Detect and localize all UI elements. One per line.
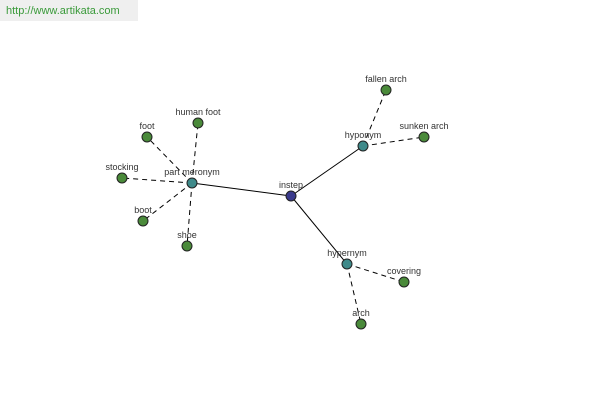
leaf-boot-node[interactable] <box>137 215 149 227</box>
edge-part-meronym-boot <box>142 182 193 222</box>
edge-hyponym-sunken-arch <box>362 136 425 147</box>
center-instep-node[interactable] <box>285 190 297 202</box>
leaf-foot-node[interactable] <box>141 131 153 143</box>
relation-hypernym-node[interactable] <box>341 258 353 270</box>
edge-hypernym-covering <box>346 263 405 283</box>
edge-instep-hypernym <box>290 195 348 265</box>
edge-instep-part-meronym <box>191 182 292 197</box>
leaf-foot-label: foot <box>139 121 155 131</box>
leaf-shoe-node[interactable] <box>181 240 193 252</box>
relation-hyponym-node[interactable] <box>357 140 369 152</box>
leaf-human-foot-node[interactable] <box>192 117 204 129</box>
relation-hyponym-label: hyponym <box>345 130 382 140</box>
leaf-fallen-arch-label: fallen arch <box>365 74 407 84</box>
node-layer <box>116 84 430 330</box>
leaf-human-foot-label: human foot <box>175 107 221 117</box>
leaf-arch-node[interactable] <box>355 318 367 330</box>
leaf-arch-label: arch <box>352 308 370 318</box>
label-layer: human foot foot stocking boot shoe part meron… <box>105 74 448 318</box>
leaf-stocking-node[interactable] <box>116 172 128 184</box>
leaf-stocking-label: stocking <box>105 162 138 172</box>
leaf-boot-label: boot <box>134 205 152 215</box>
leaf-shoe-label: shoe <box>177 230 197 240</box>
leaf-sunken-arch-node[interactable] <box>418 131 430 143</box>
edge-part-meronym-human-foot <box>191 122 199 184</box>
edge-hyponym-fallen-arch <box>362 89 387 147</box>
edge-instep-hyponym <box>290 145 364 197</box>
relation-hypernym-label: hypernym <box>327 248 367 258</box>
center-instep-label: instep <box>279 180 303 190</box>
edge-hypernym-arch <box>346 263 362 325</box>
relation-part-meronym-label: part meronym <box>164 167 220 177</box>
leaf-fallen-arch-node[interactable] <box>380 84 392 96</box>
relation-part-meronym-node[interactable] <box>186 177 198 189</box>
leaf-covering-label: covering <box>387 266 421 276</box>
leaf-sunken-arch-label: sunken arch <box>399 121 448 131</box>
url-banner: http://www.artikata.com <box>0 0 138 21</box>
edge-part-meronym-shoe <box>186 182 193 247</box>
edge-part-meronym-stocking <box>121 177 193 184</box>
leaf-covering-node[interactable] <box>398 276 410 288</box>
edge-part-meronym-foot <box>146 136 193 184</box>
url-link[interactable]: http://www.artikata.com <box>6 4 120 17</box>
edge-layer <box>121 89 425 325</box>
